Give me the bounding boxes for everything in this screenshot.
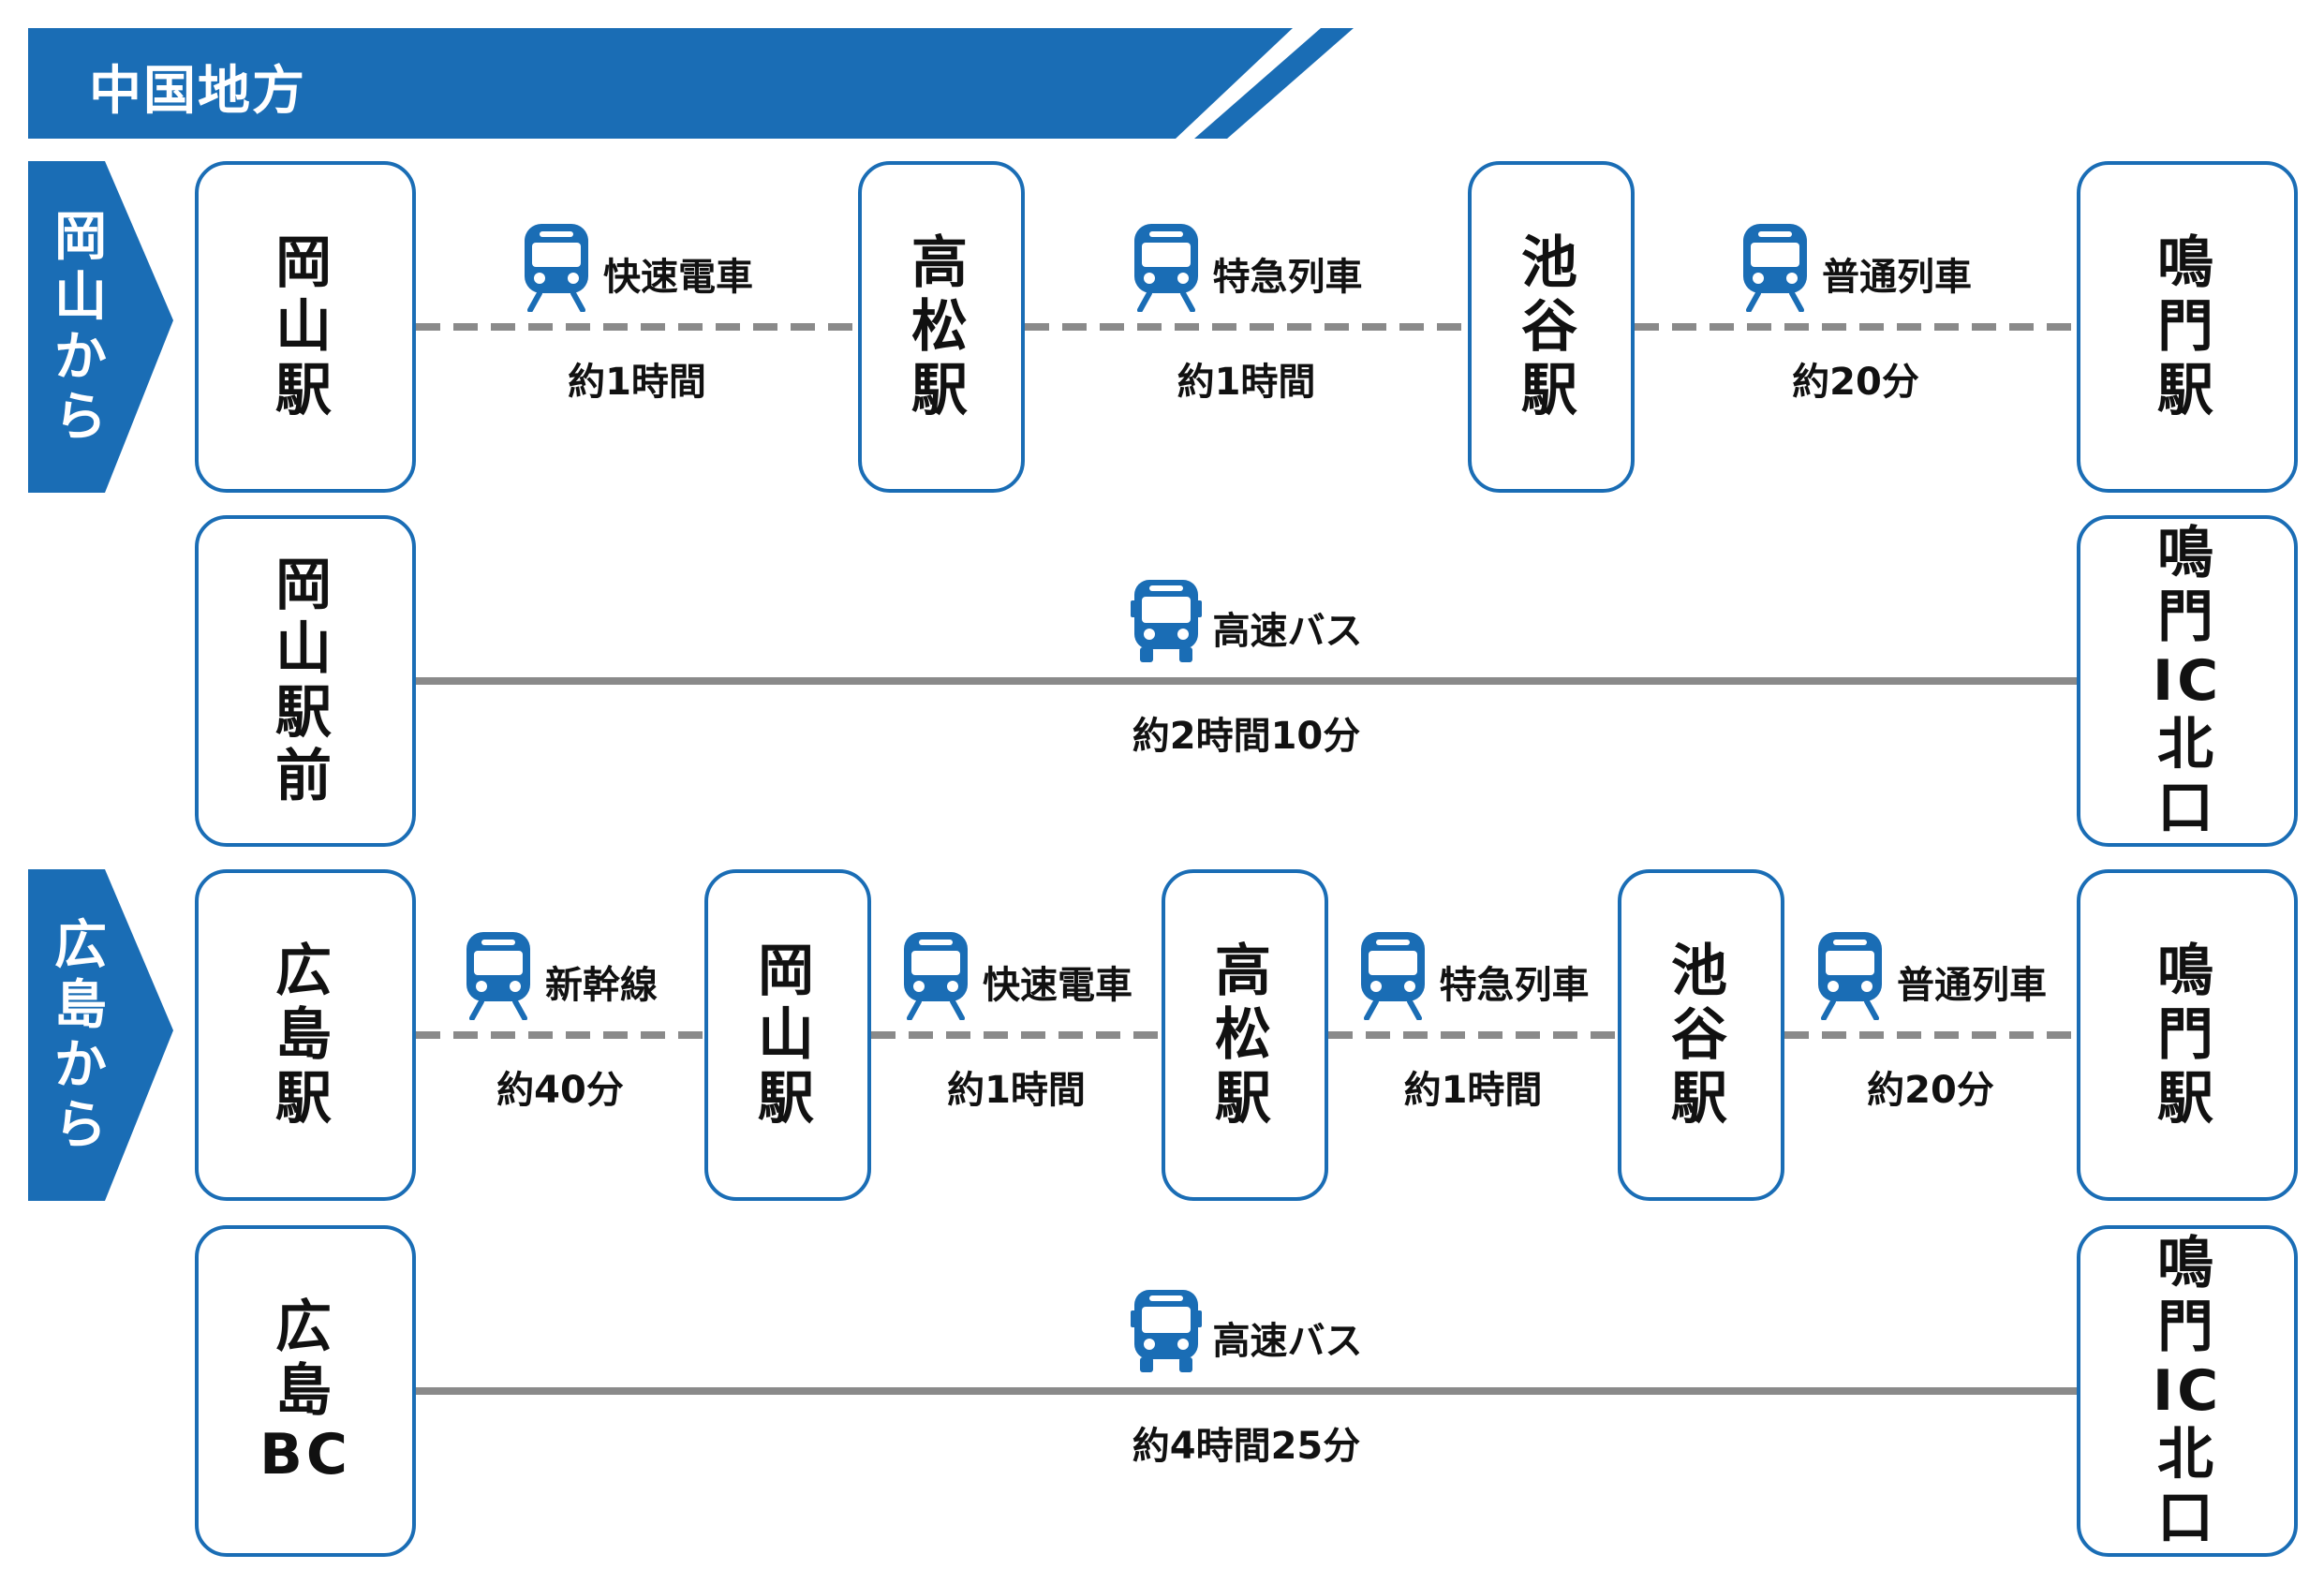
route-line <box>1635 323 2077 331</box>
route-line <box>1025 323 1468 331</box>
transport-mode-label: 快速電車 <box>983 964 1132 1007</box>
transport-mode-label: 普通列車 <box>1822 256 1972 299</box>
transport-mode-label: 高速バス <box>1212 1320 1363 1363</box>
transport-mode-label: 新幹線 <box>545 964 658 1007</box>
station-box: 池 谷 駅 <box>1618 869 1784 1201</box>
station-name: 鳴 門 駅 <box>2157 939 2217 1132</box>
travel-time-label: 約20分 <box>1867 1069 1994 1112</box>
station-box: 鳴 門 駅 <box>2077 869 2298 1201</box>
station-box: 高 松 駅 <box>1162 869 1328 1201</box>
transport-mode-label: 普通列車 <box>1897 964 2047 1007</box>
station-name: 広 島 駅 <box>275 939 335 1132</box>
header-banner <box>28 28 1293 139</box>
station-box: 岡 山 駅 <box>704 869 871 1201</box>
station-box: 岡 山 駅 前 <box>195 515 416 847</box>
station-box: 広 島 駅 <box>195 869 416 1201</box>
station-name: 池 谷 駅 <box>1671 939 1731 1132</box>
section-label-okayama: 岡山から <box>54 207 107 448</box>
header-banner-stripe <box>1194 28 1354 139</box>
route-line <box>871 1031 1162 1039</box>
route-line <box>416 677 2077 685</box>
station-name: 岡 山 駅 前 <box>275 553 335 809</box>
station-name: 鳴 門 IC 北 口 <box>2152 1231 2223 1551</box>
station-box: 鳴 門 IC 北 口 <box>2077 1225 2298 1557</box>
transport-mode-label: 快速電車 <box>603 256 753 299</box>
travel-time-label: 約1時間 <box>568 361 706 404</box>
station-name: 池 谷 駅 <box>1521 230 1581 423</box>
station-box: 鳴 門 駅 <box>2077 161 2298 493</box>
station-box: 池 谷 駅 <box>1468 161 1635 493</box>
route-line <box>416 1387 2077 1395</box>
route-line <box>416 323 858 331</box>
travel-time-label: 約4時間25分 <box>1132 1425 1361 1468</box>
page-title: 中国地方 <box>89 61 306 122</box>
route-line <box>1784 1031 2077 1039</box>
train-icon <box>1743 224 1807 312</box>
transport-mode-label: 高速バス <box>1212 610 1363 653</box>
station-name: 鳴 門 駅 <box>2157 230 2217 423</box>
bus-icon <box>1130 1290 1202 1372</box>
train-icon <box>525 224 588 312</box>
route-line <box>1328 1031 1618 1039</box>
station-name: 岡 山 駅 <box>275 230 335 423</box>
transport-mode-label: 特急列車 <box>1212 256 1363 299</box>
transport-mode-label: 特急列車 <box>1439 964 1590 1007</box>
travel-time-label: 約20分 <box>1792 361 1919 404</box>
travel-time-label: 約1時間 <box>1177 361 1316 404</box>
station-name: 高 松 駅 <box>1215 939 1275 1132</box>
travel-time-label: 約1時間 <box>947 1069 1086 1112</box>
station-name: 高 松 駅 <box>911 230 971 423</box>
station-name: 鳴 門 IC 北 口 <box>2152 521 2223 841</box>
train-icon <box>1133 224 1198 312</box>
station-box: 岡 山 駅 <box>195 161 416 493</box>
travel-time-label: 約40分 <box>496 1069 624 1112</box>
station-name: 岡 山 駅 <box>758 939 818 1132</box>
travel-time-label: 約2時間10分 <box>1132 715 1361 758</box>
station-box: 広 島 BC <box>195 1225 416 1557</box>
travel-time-label: 約1時間 <box>1403 1069 1543 1112</box>
train-icon <box>466 932 530 1020</box>
train-icon <box>904 932 968 1020</box>
train-icon <box>1818 932 1882 1020</box>
station-name: 広 島 BC <box>259 1295 351 1488</box>
train-icon <box>1360 932 1425 1020</box>
station-box: 高 松 駅 <box>858 161 1025 493</box>
section-tab-okayama <box>28 161 173 493</box>
route-line <box>416 1031 704 1039</box>
section-label-hiroshima: 広島から <box>54 915 107 1156</box>
bus-icon <box>1130 580 1202 662</box>
section-tab-hiroshima <box>28 869 173 1201</box>
station-box: 鳴 門 IC 北 口 <box>2077 515 2298 847</box>
